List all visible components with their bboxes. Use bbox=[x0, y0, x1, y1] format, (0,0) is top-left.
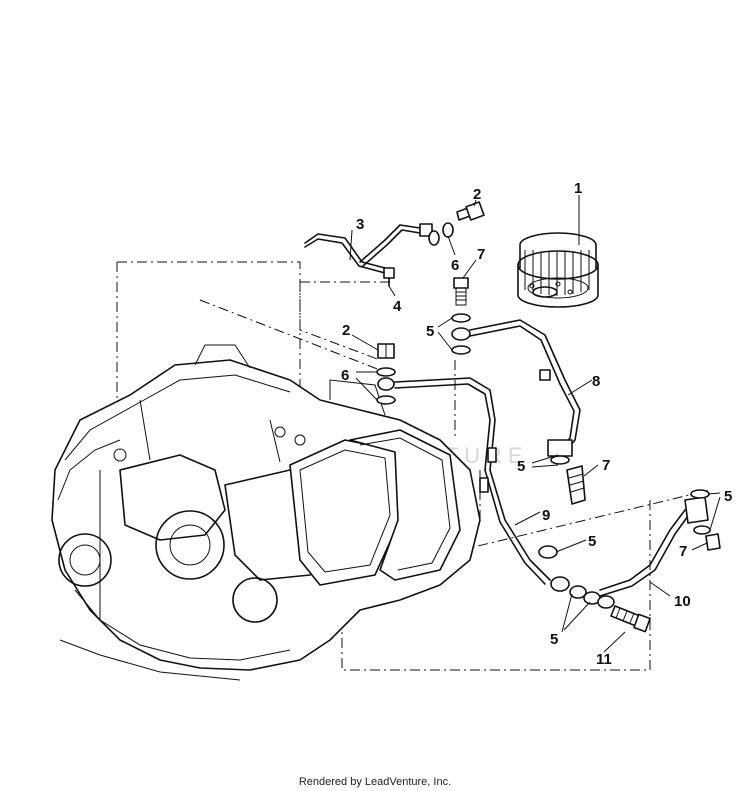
callout-6-mid: 6 bbox=[341, 367, 349, 384]
callout-5-far-right: 5 bbox=[724, 488, 732, 505]
leader-lines bbox=[349, 195, 721, 653]
callout-2-upper: 2 bbox=[473, 186, 481, 203]
callout-labels: 1 2 3 4 6 7 5 2 6 8 5 7 9 5 5 7 10 5 11 bbox=[341, 180, 732, 668]
oil-line-8 bbox=[469, 319, 581, 457]
callout-6-upper: 6 bbox=[451, 257, 459, 274]
callout-7-right: 7 bbox=[679, 543, 687, 560]
washers-lower bbox=[538, 545, 615, 609]
banjo-fitting-mid bbox=[451, 313, 471, 355]
callout-5-right-of-9: 5 bbox=[517, 458, 525, 475]
callout-5-washer: 5 bbox=[588, 533, 596, 550]
bolt-7-top bbox=[453, 277, 469, 306]
callout-5-mid: 5 bbox=[426, 323, 434, 340]
callout-8: 8 bbox=[592, 373, 600, 390]
oil-line-9 bbox=[394, 377, 551, 585]
render-credit: Rendered by LeadVenture, Inc. bbox=[298, 776, 452, 788]
bolt-7-mid bbox=[550, 455, 586, 505]
banjo-bolt-mid bbox=[376, 343, 396, 405]
banjo-bolt-11 bbox=[610, 605, 651, 633]
bolt-7-right bbox=[690, 489, 721, 551]
callout-1: 1 bbox=[574, 180, 582, 197]
callout-7-mid: 7 bbox=[602, 457, 610, 474]
oil-line-3 bbox=[304, 222, 454, 274]
oil-filter bbox=[517, 232, 599, 308]
callout-5-lower: 5 bbox=[550, 631, 558, 648]
callout-10: 10 bbox=[674, 593, 691, 610]
callout-2-mid: 2 bbox=[342, 322, 350, 339]
callout-7-top: 7 bbox=[477, 246, 485, 263]
oil-line-10 bbox=[599, 496, 709, 597]
engine-crankcase bbox=[51, 344, 481, 681]
callout-3: 3 bbox=[356, 216, 364, 233]
bolt-4 bbox=[383, 267, 395, 287]
callout-11: 11 bbox=[596, 651, 612, 668]
callout-4: 4 bbox=[393, 298, 402, 315]
callout-9: 9 bbox=[542, 507, 550, 524]
banjo-bolt-upper bbox=[456, 201, 485, 221]
